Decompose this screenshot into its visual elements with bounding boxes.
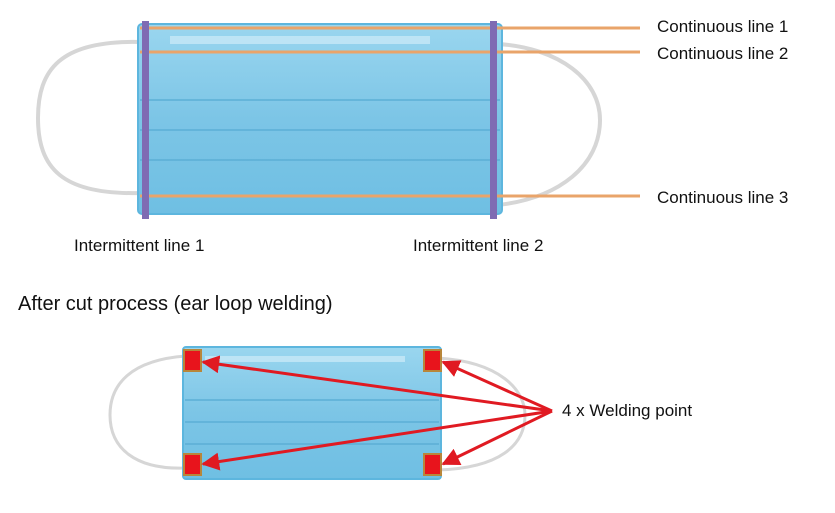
bottom-mask bbox=[108, 346, 527, 480]
continuous-line-2-label: Continuous line 2 bbox=[657, 44, 789, 63]
arrow-to-bottom-right bbox=[441, 409, 553, 466]
welding-point-top-left bbox=[183, 349, 202, 372]
bottom-mask-nose-strip bbox=[205, 356, 405, 362]
top-mask-pleats bbox=[140, 99, 500, 161]
welding-points bbox=[183, 349, 442, 476]
continuous-line-1-label: Continuous line 1 bbox=[657, 17, 789, 36]
welding-point-bottom-left bbox=[183, 453, 202, 476]
welding-arrows bbox=[201, 355, 553, 471]
intermittent-lines bbox=[142, 21, 497, 219]
intermittent-line-2 bbox=[490, 21, 497, 219]
intermittent-line-1-label: Intermittent line 1 bbox=[74, 236, 205, 255]
bottom-left-ear-loop bbox=[108, 354, 187, 470]
bottom-mask-body bbox=[182, 346, 442, 480]
intermittent-line-1 bbox=[142, 21, 149, 219]
section-title: After cut process (ear loop welding) bbox=[18, 293, 333, 315]
top-right-ear-loop bbox=[497, 42, 603, 207]
welding-point-bottom-right bbox=[423, 453, 442, 476]
arrow-to-bottom-left bbox=[201, 409, 553, 471]
continuous-lines bbox=[140, 26, 640, 198]
arrow-to-top-left bbox=[201, 355, 553, 413]
welding-point-top-right bbox=[423, 349, 442, 372]
welding-point-label: 4 x Welding point bbox=[562, 401, 693, 420]
top-mask-nose-strip bbox=[170, 36, 430, 44]
continuous-line-3-label: Continuous line 3 bbox=[657, 188, 789, 207]
top-left-ear-loop bbox=[35, 39, 141, 196]
bottom-right-ear-loop bbox=[437, 356, 527, 472]
top-mask bbox=[35, 23, 603, 215]
arrow-to-top-right bbox=[441, 360, 553, 413]
bottom-mask-pleats bbox=[185, 399, 439, 445]
intermittent-line-2-label: Intermittent line 2 bbox=[413, 236, 544, 255]
top-mask-body bbox=[137, 23, 503, 215]
